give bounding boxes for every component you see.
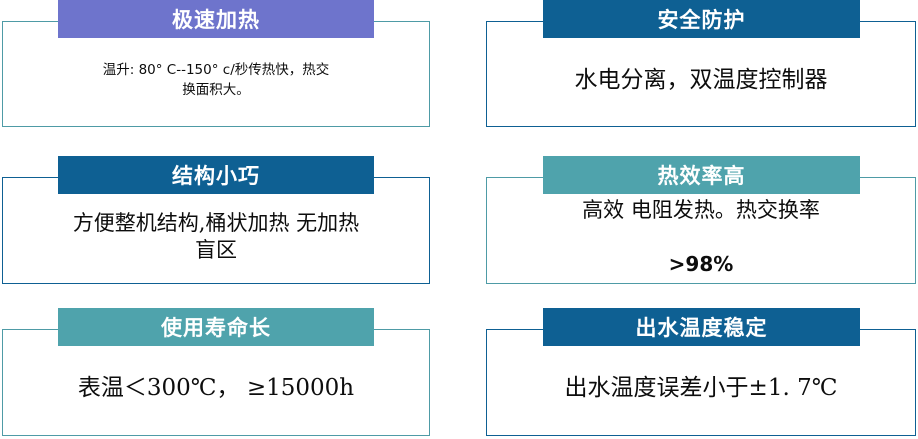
card-body-text: 表温＜300℃， ≥15000h <box>77 375 355 402</box>
card-compact-structure: 结构小巧 方便整机结构,桶状加热 无加热 盲区 <box>2 156 430 284</box>
card-title-high-thermal-efficiency: 热效率高 <box>543 156 860 194</box>
card-body-text: 出水温度误差小于±1. 7℃ <box>564 375 838 402</box>
card-title-rapid-heating: 极速加热 <box>58 0 374 38</box>
card-body-high-thermal-efficiency: 高效 电阻发热。热交换率 >98% <box>494 196 908 278</box>
card-border-box <box>486 177 916 284</box>
card-border-box <box>486 21 916 127</box>
card-high-thermal-efficiency: 热效率高 高效 电阻发热。热交换率 >98% <box>486 156 916 284</box>
card-body-rapid-heating: 温升: 80° C--150° c/秒传热快，热交 换面积大。 <box>10 40 422 121</box>
card-rapid-heating: 极速加热 温升: 80° C--150° c/秒传热快，热交 换面积大。 <box>2 0 430 127</box>
card-body-line-2: >98% <box>668 252 734 277</box>
card-title-stable-outlet-temperature: 出水温度稳定 <box>543 308 860 346</box>
card-safety-protection: 安全防护 水电分离，双温度控制器 <box>486 0 916 127</box>
card-body-text: 水电分离，双温度控制器 <box>574 66 828 93</box>
card-stable-outlet-temperature: 出水温度稳定 出水温度误差小于±1. 7℃ <box>486 308 916 436</box>
card-long-service-life: 使用寿命长 表温＜300℃， ≥15000h <box>2 308 430 436</box>
card-border-box <box>2 21 430 127</box>
card-body-text: 温升: 80° C--150° c/秒传热快，热交 换面积大。 <box>102 61 330 98</box>
card-body-text: 方便整机结构,桶状加热 无加热 盲区 <box>72 210 360 262</box>
card-body-long-service-life: 表温＜300℃， ≥15000h <box>10 348 422 430</box>
card-body-safety-protection: 水电分离，双温度控制器 <box>494 40 908 121</box>
card-title-compact-structure: 结构小巧 <box>58 156 374 194</box>
card-body-text-block: 高效 电阻发热。热交换率 >98% <box>494 169 908 304</box>
card-border-box <box>2 329 430 436</box>
card-title-safety-protection: 安全防护 <box>543 0 860 38</box>
card-border-box <box>486 329 916 436</box>
card-title-long-service-life: 使用寿命长 <box>58 308 374 346</box>
card-body-stable-outlet-temperature: 出水温度误差小于±1. 7℃ <box>494 348 908 430</box>
card-body-compact-structure: 方便整机结构,桶状加热 无加热 盲区 <box>10 196 422 278</box>
card-border-box <box>2 177 430 284</box>
card-body-line-1: 高效 电阻发热。热交换率 <box>582 197 820 222</box>
